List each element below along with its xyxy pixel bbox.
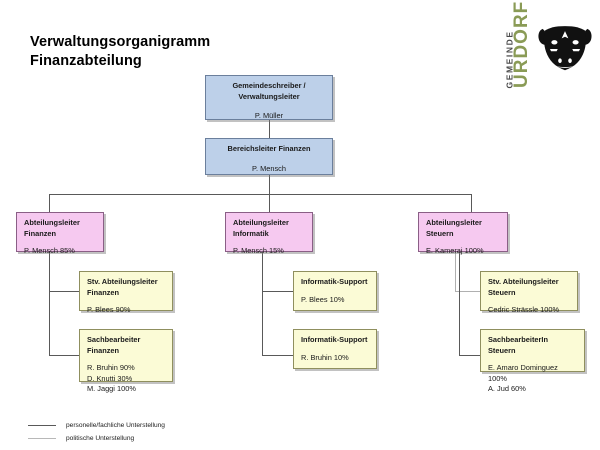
node-role: Abteilungsleiter Steuern bbox=[426, 218, 482, 238]
node-role: Sachbearbeiter Finanzen bbox=[87, 335, 141, 355]
legend-line-personal-icon bbox=[28, 425, 56, 426]
node-role: Informatik-Support bbox=[301, 277, 368, 286]
page-title: Verwaltungsorganigramm Finanzabteilung bbox=[30, 33, 210, 71]
edge-spine-finanzen bbox=[49, 252, 50, 356]
node-people: P. Blees 90% bbox=[87, 305, 131, 314]
edge-drop-informatik bbox=[269, 194, 270, 212]
edge-drop-finanzen bbox=[49, 194, 50, 212]
node-people: E. Kameraj 100% bbox=[426, 246, 484, 255]
node-abteilungsleiter-steuern[interactable]: Abteilungsleiter Steuern E. Kameraj 100% bbox=[418, 212, 508, 255]
node-role: Gemeindeschreiber / Verwaltungsleiter bbox=[232, 81, 306, 101]
node-sachbearbeiter-finanzen[interactable]: Sachbearbeiter Finanzen R. Bruhin 90% D.… bbox=[79, 329, 173, 393]
node-gemeindeschreiber[interactable]: Gemeindeschreiber / Verwaltungsleiter P.… bbox=[205, 75, 333, 120]
legend-item-personal: personelle/fachliche Unterstellung bbox=[28, 420, 328, 431]
node-people: Cedric Strässle 100% bbox=[488, 305, 560, 314]
edge-branch-informatik-support-1 bbox=[262, 291, 293, 292]
edge-spine-steuern-political bbox=[455, 252, 456, 292]
node-role: SachbearbeiterIn Steuern bbox=[488, 335, 548, 355]
node-people: P. Mensch 15% bbox=[233, 246, 284, 255]
edge-branch-sachbearbeiter-finanzen bbox=[49, 355, 79, 356]
node-role: Stv. Abteilungsleiter Steuern bbox=[488, 277, 559, 297]
edge-bereichsleiter-trunk bbox=[269, 175, 270, 194]
edge-branch-informatik-support-2 bbox=[262, 355, 293, 356]
legend-line-political-icon bbox=[28, 438, 56, 439]
node-sachbearbeiterin-steuern[interactable]: SachbearbeiterIn Steuern E. Amaro Doming… bbox=[480, 329, 585, 393]
legend-label-political: politische Unterstellung bbox=[66, 435, 135, 442]
edge-gemeindeschreiber-bereichsleiter bbox=[269, 120, 270, 138]
municipality-logo: GEMEINDE URDORF bbox=[497, 1, 593, 88]
node-bereichsleiter-finanzen[interactable]: Bereichsleiter Finanzen P. Mensch bbox=[205, 138, 333, 175]
node-people: P. Mensch 85% bbox=[24, 246, 75, 255]
node-people: R. Bruhin 10% bbox=[301, 352, 349, 362]
node-informatik-support-1[interactable]: Informatik-Support P. Blees 10% bbox=[293, 271, 377, 311]
edge-drop-steuern bbox=[471, 194, 472, 212]
node-informatik-support-2[interactable]: Informatik-Support R. Bruhin 10% bbox=[293, 329, 377, 369]
edge-branch-sachbearbeiterin-steuern bbox=[459, 355, 480, 356]
node-stv-abteilungsleiter-steuern[interactable]: Stv. Abteilungsleiter Steuern Cedric Str… bbox=[480, 271, 578, 314]
legend-label-personal: personelle/fachliche Unterstellung bbox=[66, 422, 165, 429]
node-role: Bereichsleiter Finanzen bbox=[227, 144, 311, 153]
logo-wordmark: GEMEINDE URDORF bbox=[497, 1, 541, 88]
edge-spine-steuern bbox=[459, 252, 460, 356]
node-role: Abteilungsleiter Finanzen bbox=[24, 218, 80, 238]
edge-spine-informatik bbox=[262, 252, 263, 356]
node-role: Abteilungsleiter Informatik bbox=[233, 218, 289, 238]
node-people: P. Müller bbox=[254, 111, 284, 120]
page-title-line2: Finanzabteilung bbox=[30, 53, 142, 69]
logo-word-urdorf: URDORF bbox=[511, 0, 532, 88]
node-people: P. Mensch bbox=[252, 163, 286, 173]
node-stv-abteilungsleiter-finanzen[interactable]: Stv. Abteilungsleiter Finanzen P. Blees … bbox=[79, 271, 173, 314]
legend: personelle/fachliche Unterstellung polit… bbox=[28, 420, 328, 446]
page-title-line1: Verwaltungsorganigramm bbox=[30, 34, 211, 50]
node-role: Informatik-Support bbox=[301, 335, 368, 344]
edge-department-bus bbox=[49, 194, 472, 195]
node-abteilungsleiter-finanzen[interactable]: Abteilungsleiter Finanzen P. Mensch 85% bbox=[16, 212, 104, 255]
edge-branch-stv-finanzen bbox=[49, 291, 79, 292]
legend-item-political: politische Unterstellung bbox=[28, 433, 328, 444]
node-role: Stv. Abteilungsleiter Finanzen bbox=[87, 277, 158, 297]
bull-head-icon bbox=[538, 26, 592, 71]
node-people: R. Bruhin 90% D. Knutti 30% M. Jaggi 100… bbox=[87, 363, 136, 393]
node-people: P. Blees 10% bbox=[301, 294, 345, 304]
edge-branch-stv-steuern bbox=[455, 291, 480, 292]
node-abteilungsleiter-informatik[interactable]: Abteilungsleiter Informatik P. Mensch 15… bbox=[225, 212, 313, 255]
node-people: E. Amaro Dominguez 100% A. Jud 60% bbox=[488, 363, 558, 393]
